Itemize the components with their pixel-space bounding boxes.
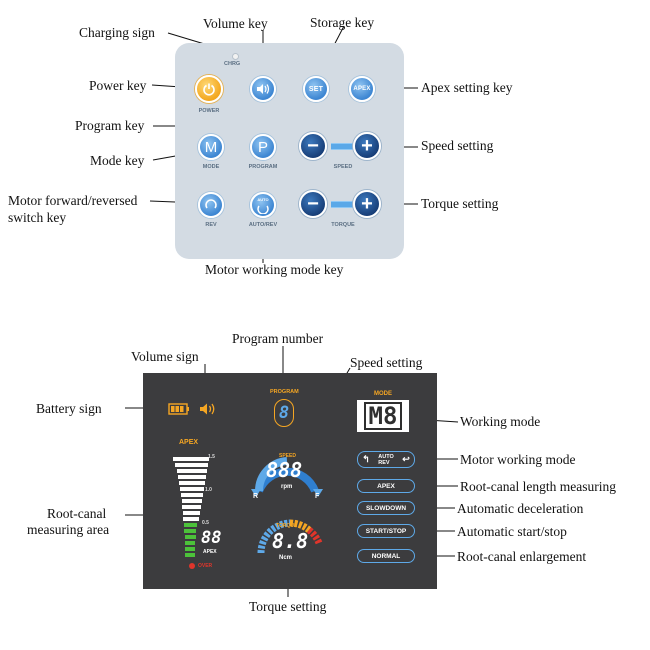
callout-volume-key: Volume key xyxy=(203,16,268,31)
auto-text: AUTO xyxy=(378,453,394,460)
callout-speed-setting-lcd: Speed setting xyxy=(350,355,423,370)
normal-pill: NORMAL xyxy=(357,549,415,563)
mode-label: MODE xyxy=(202,164,220,170)
torque-digits: 8.8 xyxy=(272,529,309,553)
rev-text: REV xyxy=(378,459,390,466)
volume-key[interactable] xyxy=(250,76,276,102)
callout-automatic-deceleration: Automatic deceleration xyxy=(457,501,584,516)
apex-gauge xyxy=(173,457,209,557)
chrg-label: CHRG xyxy=(224,61,241,67)
auto-rotate-icon xyxy=(257,205,269,214)
callout-motor-switch-key-1: Motor forward/reversed xyxy=(8,193,138,208)
torque-connector xyxy=(331,201,353,208)
mode-key[interactable]: M xyxy=(198,134,224,160)
power-icon xyxy=(203,83,215,96)
callout-motor-working-mode: Motor working mode xyxy=(460,452,576,467)
callout-motor-working-mode-key: Motor working mode key xyxy=(205,262,344,277)
keypad-panel: CHRG POWER SET APEX M MODE P PROGRAM − +… xyxy=(175,43,404,259)
callout-speed-setting: Speed setting xyxy=(421,138,494,153)
rotate-icon xyxy=(205,199,217,209)
callout-automatic-start-stop: Automatic start/stop xyxy=(457,524,567,539)
power-label: POWER xyxy=(198,108,220,114)
program-key[interactable]: P xyxy=(250,134,276,160)
reverse-arrow-icon: ↩ xyxy=(402,454,410,464)
callout-power-key: Power key xyxy=(89,78,147,93)
slowdown-pill: SLOWDOWN xyxy=(357,501,415,515)
callout-root-canal-length: Root-canal length measuring xyxy=(460,479,616,494)
power-key[interactable] xyxy=(195,75,223,103)
apex-key[interactable]: APEX xyxy=(349,76,375,102)
apex-small-label: APEX xyxy=(203,549,217,555)
speed-connector xyxy=(331,143,353,150)
callout-program-key: Program key xyxy=(75,118,145,133)
speed-unit: rpm xyxy=(281,484,293,490)
speed-label: SPEED xyxy=(333,164,353,170)
auto-rev-label: AUTO/REV xyxy=(248,222,278,228)
mode-box: M8 xyxy=(357,400,409,432)
mode-label-lcd: MODE xyxy=(374,391,392,397)
speed-gauge xyxy=(251,457,323,497)
callout-volume-sign: Volume sign xyxy=(131,349,199,364)
mode-value: M8 xyxy=(363,402,403,430)
charging-led xyxy=(232,53,239,60)
lcd-display: PROGRAM 8 MODE M8 APEX 1.5 1.0 0.5 88 AP… xyxy=(143,373,437,589)
callout-torque-setting-top: Torque setting xyxy=(421,196,499,211)
speaker-icon xyxy=(257,84,270,94)
callout-apex-setting-key: Apex setting key xyxy=(421,80,513,95)
startstop-pill: START/STOP xyxy=(357,524,415,538)
battery-icon xyxy=(168,403,189,415)
apex-pill: APEX xyxy=(357,479,415,493)
callout-working-mode: Working mode xyxy=(460,414,541,429)
apex-digits: 88 xyxy=(201,528,222,548)
return-arrow-icon: ↰ xyxy=(362,454,370,464)
torque-label-lcd: TORQUE xyxy=(276,523,298,529)
program-label-lcd: PROGRAM xyxy=(270,389,299,395)
set-key[interactable]: SET xyxy=(303,76,329,102)
speed-digits: 888 xyxy=(266,458,303,482)
callout-root-canal-enlargement: Root-canal enlargement xyxy=(457,549,587,564)
volume-icon xyxy=(200,403,215,415)
callout-program-number: Program number xyxy=(232,331,324,346)
program-label: PROGRAM xyxy=(248,164,278,170)
torque-gauge xyxy=(257,519,323,554)
speed-minus-key[interactable]: − xyxy=(299,132,327,160)
callout-root-canal-area-2: measuring area xyxy=(27,522,110,537)
scale-label-0-5: 0.5 xyxy=(202,520,209,526)
speed-f: F xyxy=(315,493,320,500)
over-dot xyxy=(189,563,195,569)
callout-battery-sign: Battery sign xyxy=(36,401,102,416)
speed-plus-key[interactable]: + xyxy=(353,132,381,160)
apex-title: APEX xyxy=(179,439,199,446)
torque-minus-key[interactable]: − xyxy=(299,190,327,218)
auto-rev-indicator: ↰ AUTO REV ↩ xyxy=(357,451,415,468)
scale-label-1-5: 1.5 xyxy=(208,454,215,460)
callout-charging-sign: Charging sign xyxy=(79,25,155,40)
over-label: OVER xyxy=(198,563,213,569)
program-number-box: 8 xyxy=(274,399,294,427)
scale-label-1-0: 1.0 xyxy=(205,487,212,493)
callout-mode-key: Mode key xyxy=(90,153,145,168)
auto-rev-key[interactable]: AUTO xyxy=(250,192,276,218)
torque-plus-key[interactable]: + xyxy=(353,190,381,218)
callout-torque-setting-lcd: Torque setting xyxy=(249,599,327,614)
callout-storage-key: Storage key xyxy=(310,15,375,30)
rev-key[interactable] xyxy=(198,192,224,218)
callout-root-canal-area-1: Root-canal xyxy=(47,506,107,521)
speed-label-lcd: SPEED xyxy=(279,453,296,459)
speed-r: R xyxy=(253,493,259,500)
program-digit: 8 xyxy=(278,403,290,423)
torque-label: TORQUE xyxy=(331,222,355,228)
torque-unit: Ncm xyxy=(279,555,293,561)
callout-motor-switch-key-2: switch key xyxy=(8,210,67,225)
rev-label: REV xyxy=(205,222,217,228)
